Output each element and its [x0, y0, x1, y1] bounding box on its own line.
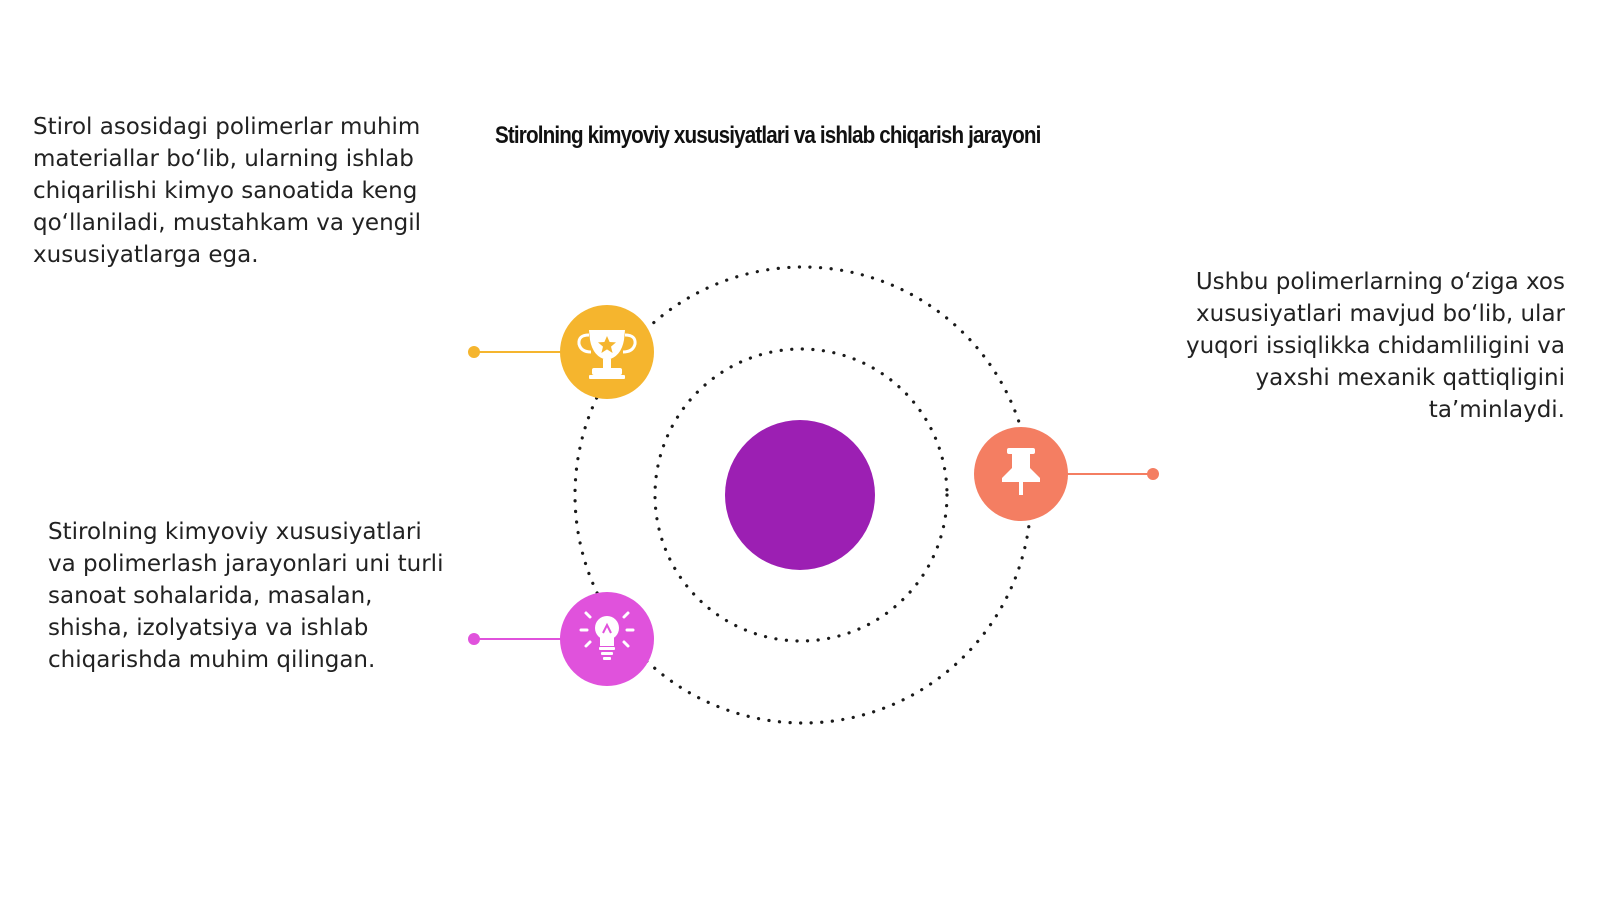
- lightbulb-icon: [579, 611, 635, 660]
- center-circle: [725, 420, 875, 570]
- node-pushpin: [974, 427, 1068, 521]
- connector-lightbulb: [468, 633, 565, 645]
- text-block-right: Ushbu polimerlarning o‘ziga xos xususiya…: [1185, 269, 1565, 423]
- node-lightbulb: [560, 592, 654, 686]
- trophy-icon: [577, 330, 637, 379]
- text-block-top-left: Stirol asosidagi polimerlar muhim materi…: [33, 114, 422, 268]
- inner-orbit: [653, 347, 949, 643]
- connector-pushpin: [1063, 468, 1159, 480]
- connector-trophy: [468, 346, 565, 358]
- pushpin-icon: [1002, 448, 1040, 495]
- page-title: Stirolning kimyoviy xususiyatlari va ish…: [495, 122, 1041, 149]
- node-trophy: [560, 305, 654, 399]
- text-block-bottom-left: Stirolning kimyoviy xususiyatlari va pol…: [48, 519, 444, 673]
